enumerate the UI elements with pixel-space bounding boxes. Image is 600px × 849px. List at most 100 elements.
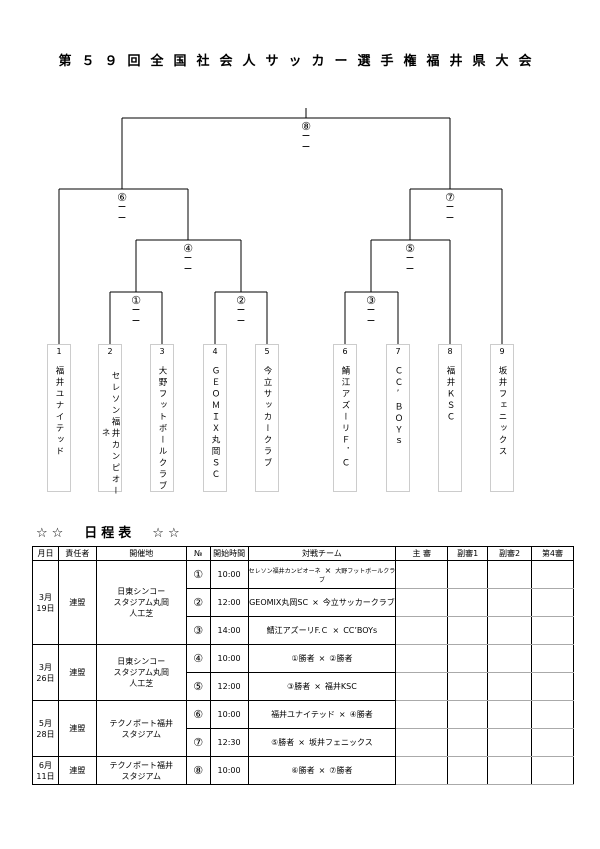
versus-mark: × — [314, 682, 321, 691]
fourth-official-cell — [530, 588, 575, 617]
referee-cell — [395, 616, 449, 645]
away-team: 大野フットボールクラブ — [318, 567, 396, 584]
team-box-1: 1 福井ユナイテッド — [47, 344, 71, 492]
col-header-venue: 開催地 — [95, 546, 187, 561]
away-team: 今立サッカークラブ — [322, 598, 395, 607]
date-cell: 6月 11日 — [32, 756, 59, 785]
referee-cell — [395, 756, 449, 785]
match-teams-cell: 鯖江アズーリF.Ｃ×CC’BOYs — [247, 616, 397, 645]
assistant2-cell — [487, 616, 532, 645]
date-cell: 5月 28日 — [32, 700, 59, 757]
away-team: ④勝者 — [349, 710, 373, 719]
start-time-cell: 10:00 — [209, 700, 249, 729]
team-name: 福井ユナイテッド — [54, 366, 64, 458]
page-title: 第５９回全国社会人サッカー選手権福井県大会 — [58, 54, 542, 69]
fourth-official-cell — [530, 644, 575, 673]
team-name: 福井ＫＳＣ — [445, 366, 455, 424]
score-dash: − — [236, 314, 245, 327]
date-cell: 3月 19日 — [32, 560, 59, 645]
referee-cell — [395, 700, 449, 729]
away-team: ②勝者 — [329, 654, 353, 663]
col-header-time: 開始時間 — [209, 546, 249, 561]
col-header-assistant1: 副審1 — [447, 546, 489, 561]
team-number: 8 — [447, 347, 453, 356]
assistant2-cell — [487, 644, 532, 673]
table-header-row: 月日 責任者 開催地 № 開始時間 対戦チーム 主 審 副審1 副審2 第4審 — [32, 546, 575, 561]
assistant2-cell — [487, 672, 532, 701]
versus-mark: × — [324, 565, 332, 575]
team-box-5: 5 今立サッカークラブ — [255, 344, 279, 492]
team-box-4: 4 ＧＥＯＭＩＸ丸岡ＳＣ — [203, 344, 227, 492]
start-time-cell: 12:30 — [209, 728, 249, 757]
score-dash: − — [183, 251, 192, 264]
referee-cell — [395, 672, 449, 701]
away-team: CC’BOYs — [343, 626, 378, 635]
fourth-official-cell — [530, 560, 575, 589]
match-no-cell: ④ — [185, 644, 211, 673]
team-name: 今立サッカークラブ — [262, 366, 272, 470]
versus-mark: × — [332, 626, 340, 635]
responsible-cell: 連盟 — [57, 560, 97, 645]
match-teams-cell: 福井ユナイテッド×④勝者 — [247, 700, 397, 729]
team-box-6: 6 鯖江アズーリＦ．Ｃ — [333, 344, 357, 492]
score-dash: − — [131, 303, 140, 316]
assistant2-cell — [487, 700, 532, 729]
assistant2-cell — [487, 588, 532, 617]
team-name: 大野フットボールクラブ — [157, 366, 167, 493]
match-label-2: ② — [236, 294, 246, 307]
col-header-teams: 対戦チーム — [247, 546, 397, 561]
col-header-fourth: 第4審 — [530, 546, 575, 561]
score-dash: − — [301, 129, 310, 142]
fourth-official-cell — [530, 672, 575, 701]
assistant1-cell — [447, 672, 489, 701]
team-name: 鯖江アズーリＦ．Ｃ — [340, 366, 350, 470]
team-box-9: 9 坂井フェニックス — [490, 344, 514, 492]
team-name: ＣＣ’ＢＯＹｓ — [393, 366, 403, 448]
venue-cell: 日東シンコー スタジアム丸岡 人工芝 — [95, 560, 187, 645]
versus-mark: × — [338, 710, 346, 719]
start-time-cell: 10:00 — [209, 560, 249, 589]
venue-cell: テクノポート福井 スタジアム — [95, 756, 187, 785]
score-dash: − — [183, 262, 192, 275]
team-name: 坂井フェニックス — [497, 366, 507, 458]
score-dash: − — [445, 211, 454, 224]
home-team: ③勝者 — [287, 682, 311, 691]
versus-mark: × — [318, 654, 326, 663]
team-box-7: 7 ＣＣ’ＢＯＹｓ — [386, 344, 410, 492]
col-header-assistant2: 副審2 — [487, 546, 532, 561]
home-team: ⑤勝者 — [271, 738, 295, 747]
score-dash: − — [117, 211, 126, 224]
col-header-date: 月日 — [32, 546, 59, 561]
date-cell: 3月 26日 — [32, 644, 59, 701]
fourth-official-cell — [530, 616, 575, 645]
assistant1-cell — [447, 756, 489, 785]
venue-cell: テクノポート福井 スタジアム — [95, 700, 187, 757]
match-no-cell: ② — [185, 588, 211, 617]
team-number: 1 — [56, 347, 62, 356]
team-number: 5 — [264, 347, 270, 356]
home-team: 鯖江アズーリF.Ｃ — [266, 626, 329, 635]
match-label-7: ⑦ — [445, 191, 455, 204]
match-no-cell: ⑤ — [185, 672, 211, 701]
match-label-5: ⑤ — [405, 242, 415, 255]
match-no-cell: ① — [185, 560, 211, 589]
match-teams-cell: ③勝者×福井KSC — [247, 672, 397, 701]
team-number: 7 — [395, 347, 401, 356]
versus-mark: × — [298, 738, 305, 747]
match-label-1: ① — [131, 294, 141, 307]
versus-mark: × — [318, 766, 326, 775]
assistant1-cell — [447, 728, 489, 757]
col-header-responsible: 責任者 — [57, 546, 97, 561]
home-team: セレソン福井カンピオーネ — [248, 567, 321, 575]
match-teams-cell: セレソン福井カンピオーネ×大野フットボールクラブ — [247, 560, 397, 589]
team-name: セレソン福井カンピオーネ — [100, 370, 120, 498]
match-no-cell: ⑥ — [185, 700, 211, 729]
start-time-cell: 14:00 — [209, 616, 249, 645]
team-number: 4 — [212, 347, 218, 356]
match-label-4: ④ — [183, 242, 193, 255]
home-team: ①勝者 — [291, 654, 315, 663]
schedule-table: 月日 責任者 開催地 № 開始時間 対戦チーム 主 審 副審1 副審2 第4審 … — [32, 546, 575, 785]
match-label-3: ③ — [366, 294, 376, 307]
match-label-8: ⑧ — [301, 120, 311, 133]
fourth-official-cell — [530, 728, 575, 757]
